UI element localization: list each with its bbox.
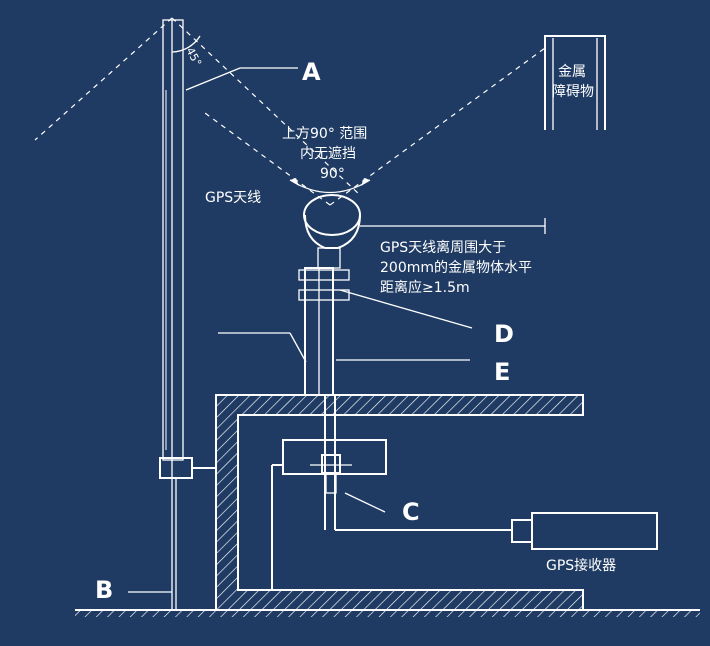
ground — [75, 609, 700, 617]
protection-cone — [34, 17, 361, 196]
building-structure — [215, 394, 584, 611]
coverage-label-3: 90° — [320, 166, 345, 182]
gps-receiver — [511, 512, 658, 550]
distance-dimension — [360, 218, 546, 234]
angle-45-label: 45° — [183, 45, 204, 68]
coverage-cone — [204, 47, 546, 206]
label-e: E — [494, 358, 510, 386]
antenna-mast — [298, 267, 350, 396]
inner-bracket — [271, 439, 387, 590]
label-d: D — [494, 320, 514, 348]
coverage-label-1: 上方90° 范围 — [282, 125, 367, 142]
distance-label-3: 距离应≥1.5m — [380, 279, 470, 296]
metal-obstacle — [544, 35, 606, 130]
antenna-cable — [324, 395, 512, 531]
gps-antenna-label: GPS天线 — [205, 190, 261, 206]
label-c: C — [402, 498, 420, 526]
lightning-rod — [159, 19, 216, 610]
label-a: A — [302, 58, 321, 86]
distance-label-2: 200mm的金属物体水平 — [380, 260, 532, 276]
gps-receiver-label: GPS接收器 — [546, 557, 616, 574]
coverage-label-2: 内无遮挡 — [300, 146, 356, 162]
metal-obstacle-label-1: 金属 — [558, 64, 586, 80]
leader-lines — [128, 67, 473, 593]
distance-label-1: GPS天线离周围大于 — [380, 239, 506, 256]
metal-obstacle-label-2: 障碍物 — [552, 84, 594, 100]
gps-antenna — [303, 194, 361, 269]
label-b: B — [95, 576, 113, 604]
